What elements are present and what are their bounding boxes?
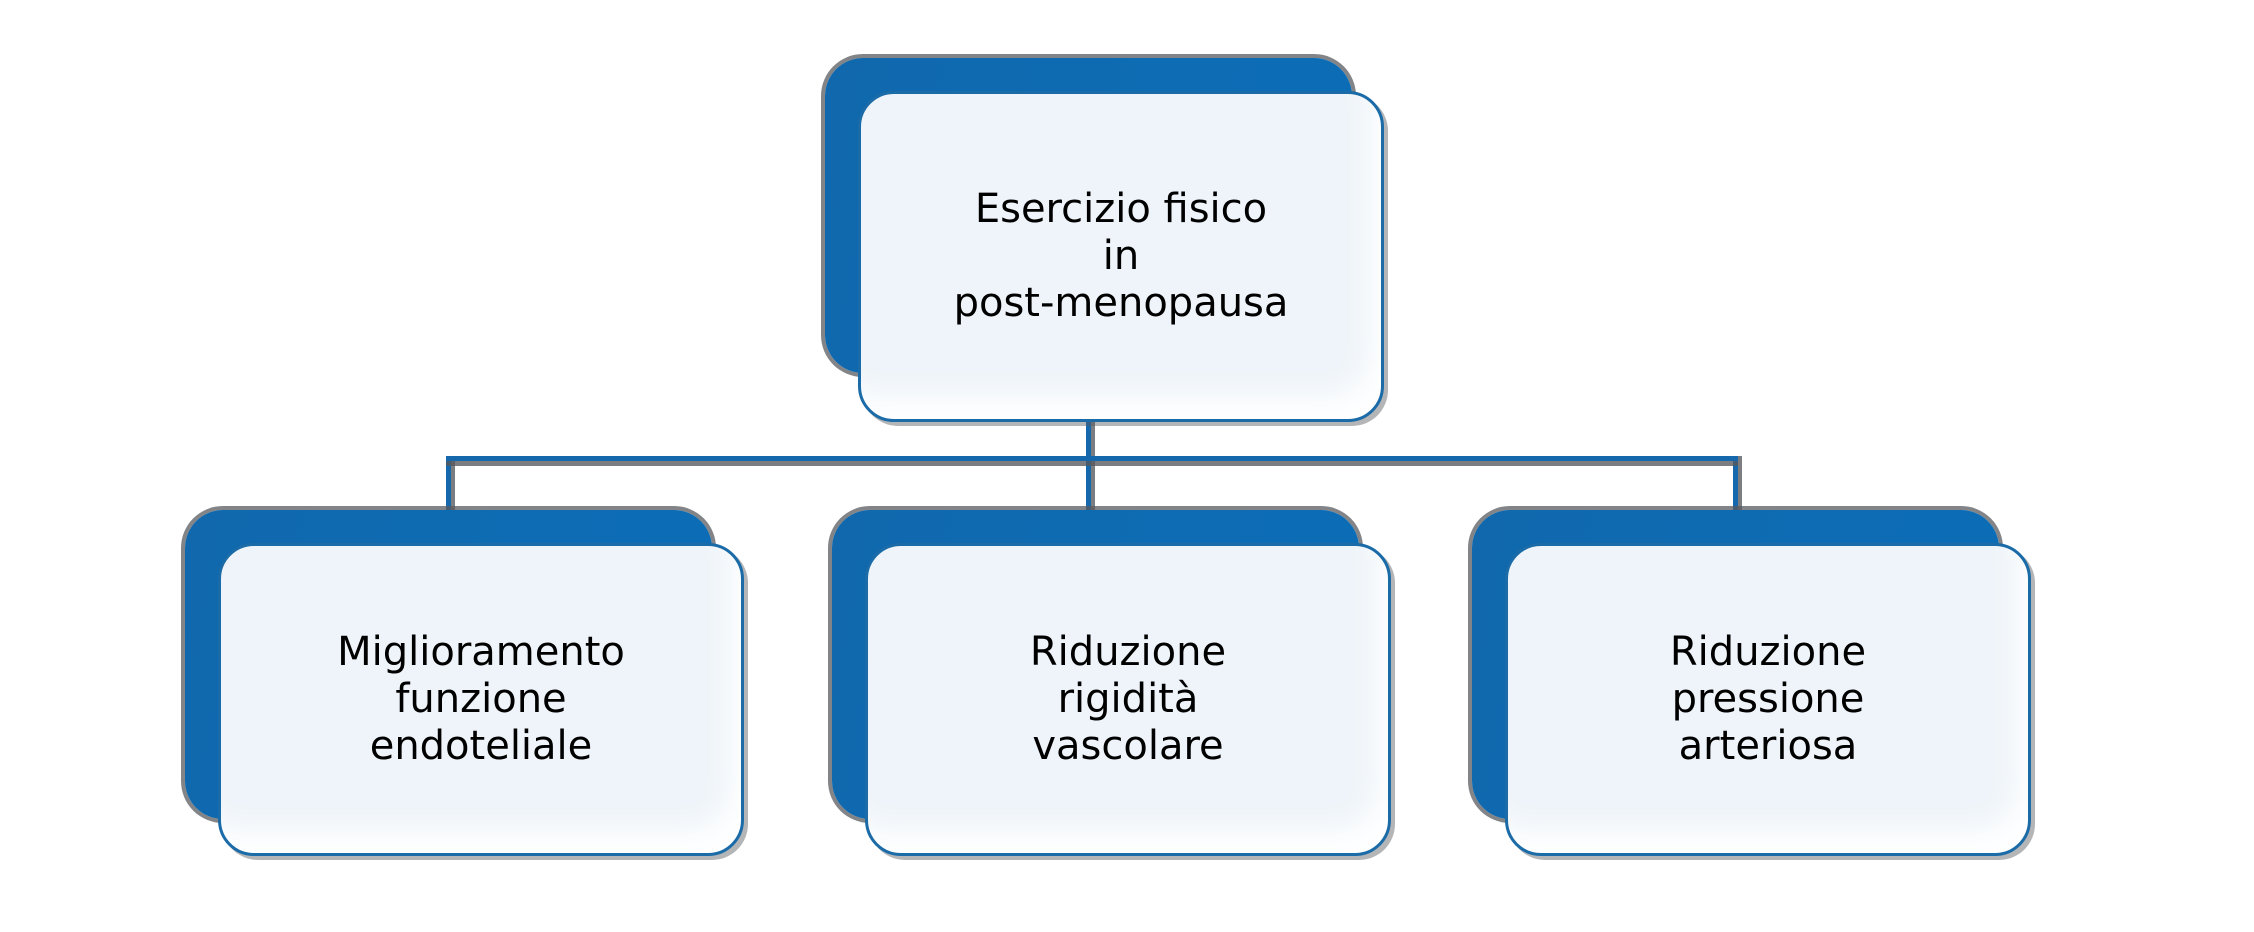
node-child-3-label: Riduzione pressione arteriosa bbox=[1669, 628, 1867, 770]
node-child-2-label: Riduzione rigidità vascolare bbox=[1029, 628, 1227, 770]
node-root-card: Esercizio fisico in post-menopausa bbox=[858, 91, 1384, 422]
node-root-label: Esercizio fisico in post-menopausa bbox=[953, 185, 1289, 327]
connector-right-vertical bbox=[1733, 456, 1738, 514]
node-child-3-card: Riduzione pressione arteriosa bbox=[1505, 543, 2031, 856]
node-child-1-card: Miglioramento funzione endoteliale bbox=[218, 543, 744, 856]
connector-root-vertical bbox=[1086, 419, 1091, 513]
connector-left-vertical bbox=[446, 456, 451, 514]
node-child-1-label: Miglioramento funzione endoteliale bbox=[337, 628, 625, 770]
node-child-2-card: Riduzione rigidità vascolare bbox=[865, 543, 1391, 856]
connector-horizontal-bus bbox=[446, 456, 1738, 461]
